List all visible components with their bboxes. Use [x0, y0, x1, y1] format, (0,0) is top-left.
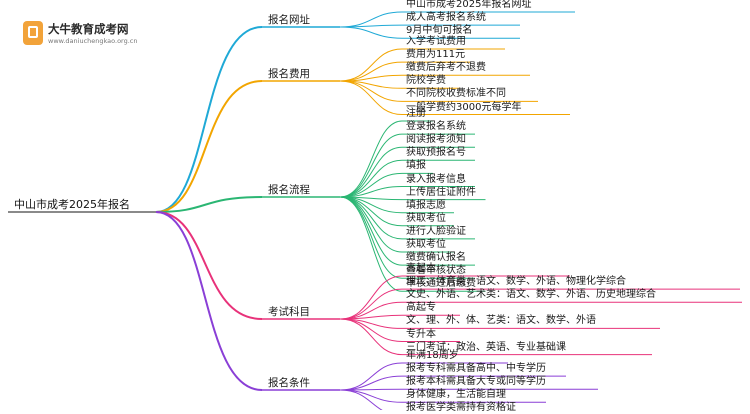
leaf-connector: [339, 120, 403, 198]
leaf-label: 文、理、外、体、艺类：语文、数学、外语: [406, 315, 596, 327]
leaf-label: 高起专: [406, 302, 436, 314]
leaf-label: 报考医学类需持有资格证: [406, 402, 516, 414]
leaf-connector: [339, 318, 403, 356]
leaf-connector: [339, 196, 403, 292]
branch-label: 报名条件: [268, 377, 310, 389]
branch-connector: [155, 80, 263, 213]
leaf-label: 获取预报名号: [406, 147, 466, 159]
leaf-connector: [339, 172, 403, 198]
leaf-label: 费用为111元: [406, 49, 466, 61]
leaf-connector: [339, 375, 403, 391]
leaf-label: 报考专科需具备高中、中专学历: [406, 363, 546, 375]
leaf-label: 审核通过后缴费: [406, 278, 476, 290]
leaf-label: 填报志愿: [406, 199, 446, 211]
leaf-label: 不同院校收费标准不同: [406, 88, 506, 100]
branch-connector: [155, 211, 263, 320]
leaf-connector: [339, 48, 403, 82]
leaf-label: 获取考位: [406, 239, 446, 250]
root-node: 中山市成考2025年报名: [14, 198, 130, 211]
leaf-connector: [339, 318, 403, 342]
leaf-connector: [339, 275, 403, 320]
leaf-connector: [339, 196, 403, 240]
leaf-label: 获取考位: [406, 212, 446, 224]
leaf-label: 身体健康，生活能自理: [406, 389, 506, 401]
leaf-label: 查看审核状态: [406, 265, 466, 277]
leaf-label: 上传居住证附件: [406, 186, 476, 198]
branch-label: 考试科目: [268, 306, 310, 318]
leaf-connector: [339, 26, 403, 39]
leaf-connector: [339, 389, 383, 410]
branch-label: 报名流程: [268, 184, 310, 196]
leaf-label: 缴费确认报名: [406, 252, 466, 264]
leaf-label: 专升本: [406, 328, 436, 340]
branch-label: 报名网址: [268, 14, 310, 26]
branch-label: 报名费用: [268, 68, 310, 80]
leaf-connector: [339, 80, 403, 115]
logo-url: www.daniuchengkao.org.cn: [48, 37, 138, 45]
leaf-label: 高起本: [406, 263, 436, 274]
logo-title: 大牛教育成考网: [48, 22, 129, 36]
leaf-label: 理工、体育类：语文、数学、外语、物理化学综合: [406, 276, 626, 288]
book-logo-icon: [23, 21, 43, 45]
leaf-label: 缴费后弃考不退费: [406, 62, 486, 74]
leaf-label: 9月中旬可报名: [406, 25, 473, 37]
leaf-label: 进行人脸验证: [406, 225, 466, 237]
leaf-connector: [339, 196, 403, 227]
branch-connector: [155, 196, 263, 213]
leaf-label: 成人高考报名系统: [406, 12, 486, 24]
branch-connector: [155, 26, 263, 213]
leaf-label: 登录报名系统: [406, 121, 466, 133]
leaf-label: 文史、外语、艺术类：语文、数学、外语、历史地理综合: [406, 289, 656, 301]
leaf-connector: [339, 146, 403, 198]
leaf-label: 年满18周岁: [406, 350, 459, 361]
leaf-label: 院校学费: [406, 75, 446, 87]
leaf-label: 入学考试费用: [406, 36, 466, 47]
branch-connector: [155, 211, 263, 391]
leaf-label: 三门考试：政治、英语、专业基础课: [406, 341, 566, 353]
leaf-label: 注册: [406, 108, 426, 119]
leaf-label: 录入报考信息: [406, 173, 466, 185]
leaf-label: 报考本科需具备大专或同等学历: [406, 376, 546, 388]
leaf-label: 填报: [406, 160, 426, 172]
site-logo: 大牛教育成考网 www.daniuchengkao.org.cn: [20, 18, 140, 48]
leaf-connector: [339, 133, 403, 198]
leaf-label: 一般学费约3000元每学年: [406, 101, 522, 113]
leaf-label: 中山市成考2025年报名网址: [406, 0, 532, 10]
leaf-connector: [339, 288, 403, 320]
leaf-connector: [339, 389, 403, 403]
leaf-connector: [339, 196, 403, 266]
leaf-label: 阅读报考须知: [406, 134, 466, 146]
